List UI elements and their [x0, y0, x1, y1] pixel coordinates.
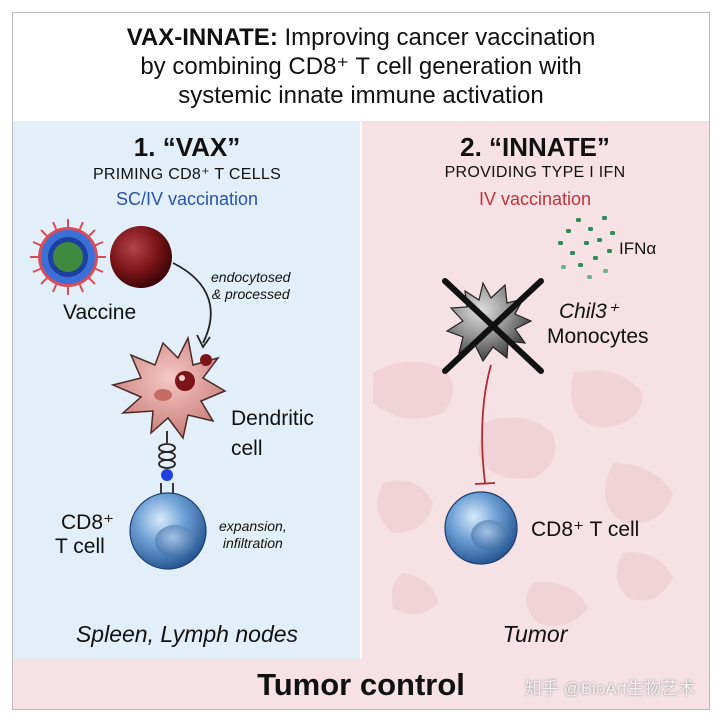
endocytosed-label: endocytosed & processed	[211, 269, 291, 302]
monocytes-label: Monocytes	[547, 325, 649, 348]
ifn-alpha-dots-icon	[558, 216, 615, 279]
outcome-bar: Tumor control 知乎 @BioArt生物艺术	[13, 659, 709, 709]
vax-title: 1. “VAX”	[133, 132, 241, 162]
cd8-t-cell-right-label: CD8⁺ T cell	[531, 518, 640, 541]
vaccine-particle-icon	[110, 226, 172, 288]
antigen-peptide-icon	[161, 469, 173, 481]
title-line-2: by combining CD8⁺ T cell generation with	[140, 53, 582, 80]
watermark: 知乎 @BioArt生物艺术	[524, 679, 695, 698]
vax-location: Spleen, Lymph nodes	[75, 621, 299, 647]
vax-route: SC/IV vaccination	[115, 189, 259, 209]
tcr-mhc-synapse-icon	[158, 431, 176, 495]
cd8-label-1: CD8⁺	[61, 511, 115, 534]
diagram-illustration	[30, 216, 673, 626]
vaccine-label: Vaccine	[63, 301, 137, 324]
dendritic-cell-label-2: cell	[231, 437, 263, 460]
innate-location: Tumor	[502, 621, 568, 647]
vax-subtitle: PRIMING CD8⁺ T CELLS	[92, 166, 282, 183]
panel-divider	[360, 121, 362, 659]
innate-subtitle: PROVIDING TYPE I IFN	[444, 164, 626, 181]
title-rest: Improving cancer vaccination	[277, 24, 596, 51]
cd8-t-cell-right-icon	[444, 491, 518, 565]
innate-route: IV vaccination	[478, 189, 592, 209]
liposome-vaccine-icon	[30, 219, 106, 295]
endocytosis-arrow	[172, 262, 212, 344]
title-line-1: VAX-INNATE: Improving cancer vaccination	[13, 23, 709, 52]
ifn-alpha-label: IFNα	[619, 239, 657, 258]
inhibition-arrow	[474, 364, 496, 485]
innate-title: 2. “INNATE”	[460, 132, 610, 162]
title-bold: VAX-INNATE:	[126, 24, 278, 51]
depletion-cross-icon	[442, 278, 544, 374]
title-line-3: systemic innate immune activation	[178, 82, 544, 109]
cd8-t-cell-left-icon	[129, 492, 207, 570]
tumor-tissue-background	[373, 361, 673, 626]
dendritic-cell-label-1: Dendritic	[231, 407, 314, 430]
dendritic-cell-icon	[110, 335, 227, 440]
chil3-label: Chil3⁺	[559, 300, 618, 323]
outcome-text: Tumor control	[257, 667, 465, 702]
expansion-label: expansion, infiltration	[219, 518, 287, 551]
graphical-abstract: VAX-INNATE: Improving cancer vaccination…	[12, 12, 710, 710]
header: VAX-INNATE: Improving cancer vaccination…	[13, 13, 709, 121]
cd8-label-2: T cell	[55, 535, 105, 558]
